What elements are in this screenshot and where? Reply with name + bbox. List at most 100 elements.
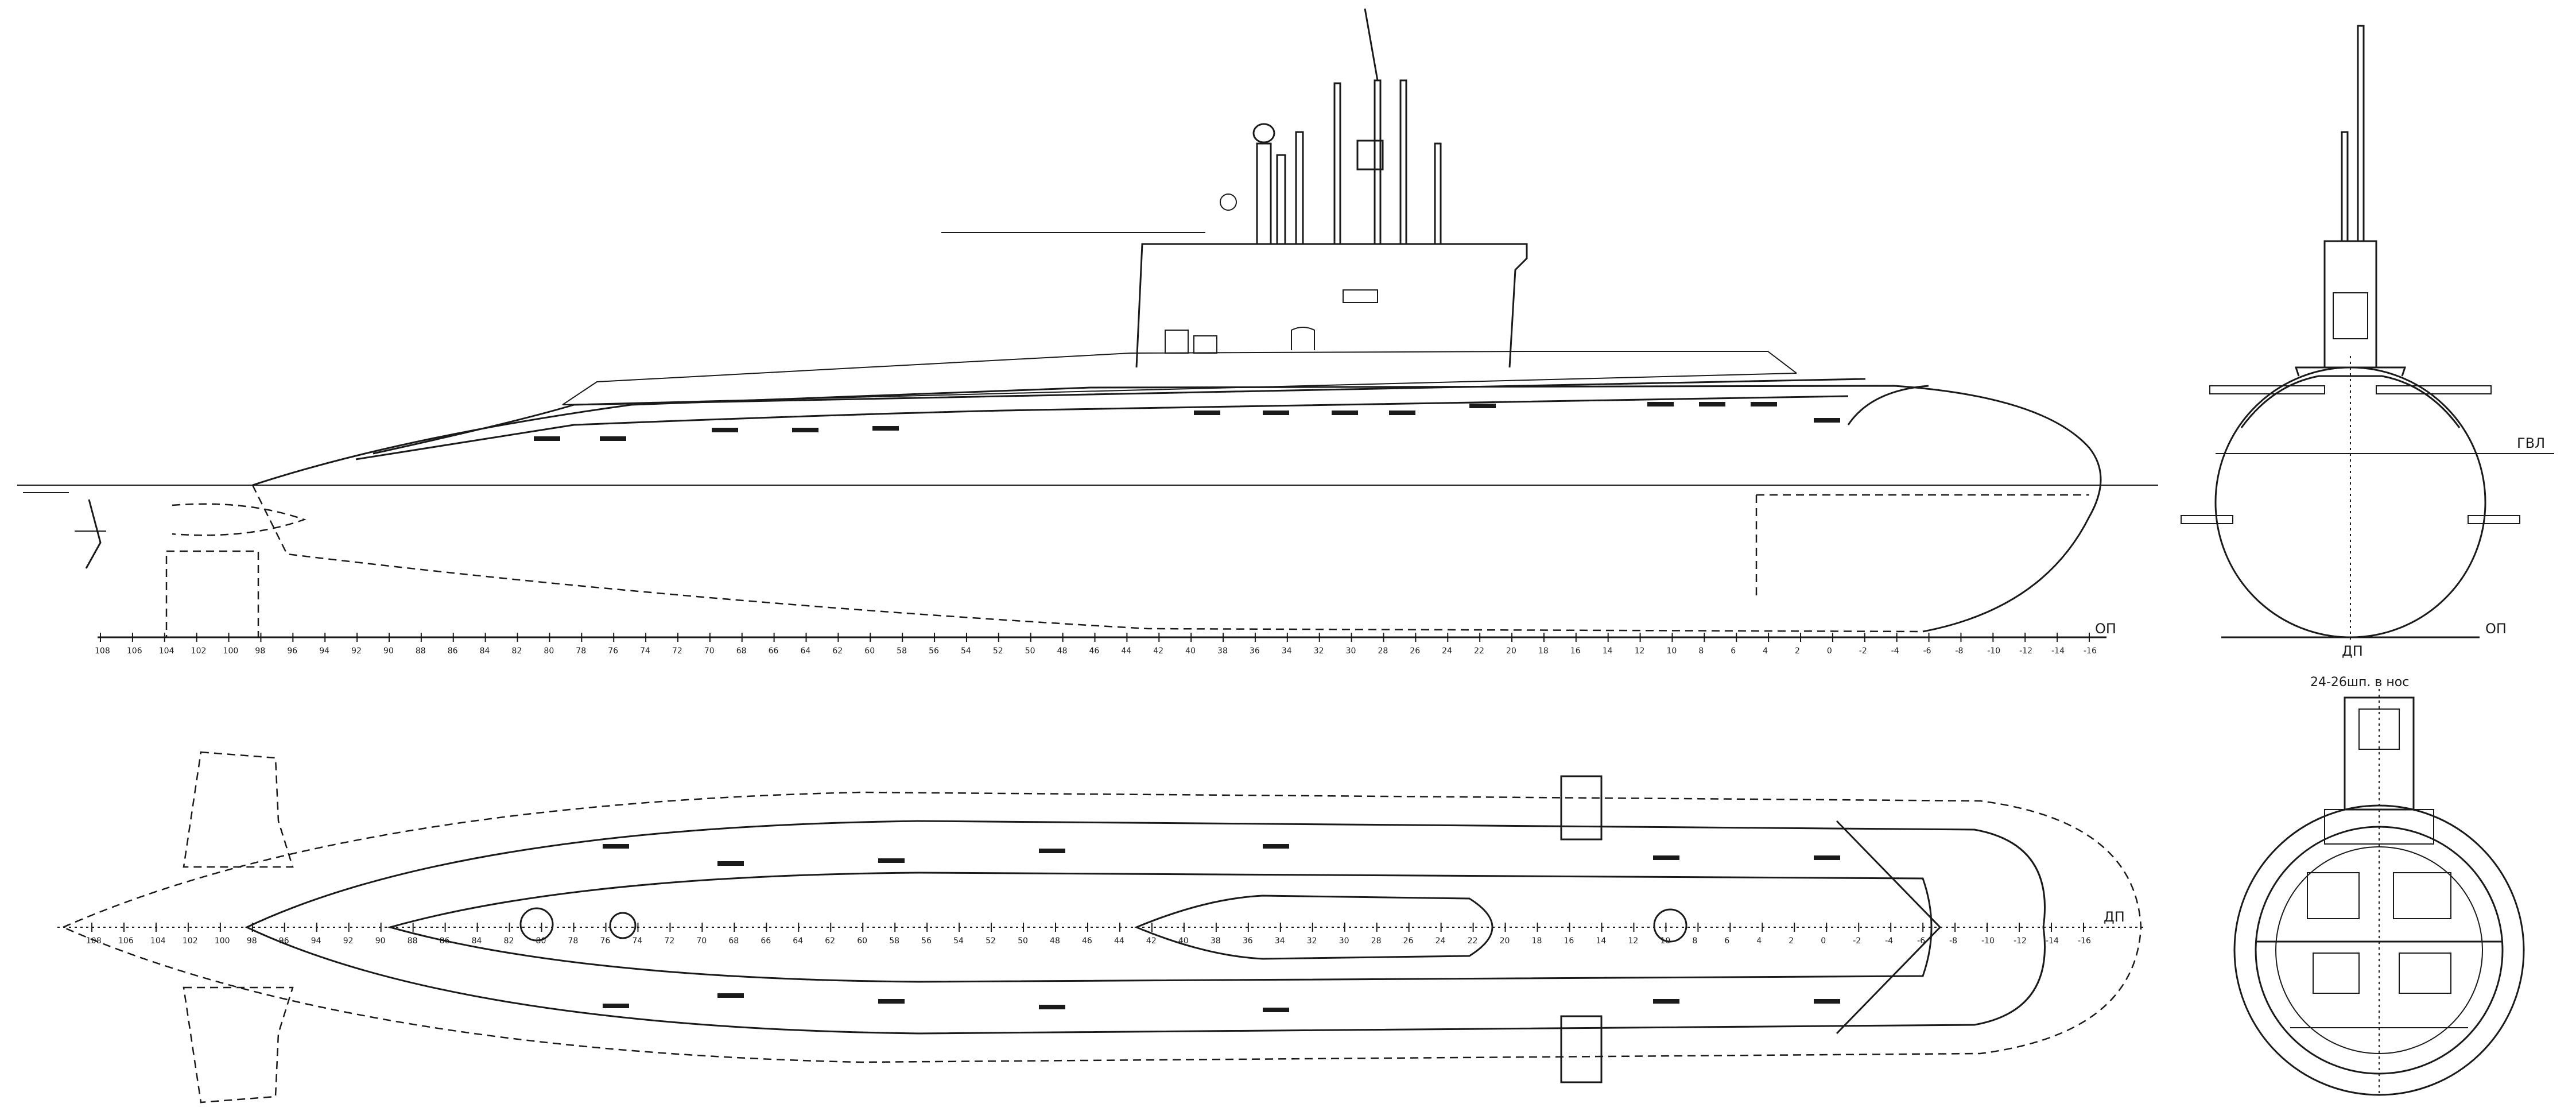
- plan-frame-tick-label: 74: [632, 936, 642, 946]
- radar-burst: [1220, 193, 1237, 211]
- deck-rail-base: [562, 373, 1797, 405]
- front-sail: [2323, 240, 2377, 369]
- plan-frame-tick-label: -2: [1853, 936, 1861, 946]
- side-frame-tick-label: 28: [1378, 646, 1388, 656]
- plan-frame-tick-label: -8: [1949, 936, 1957, 946]
- side-frame-tick-label: 90: [383, 646, 394, 656]
- hull-lower-outline: [251, 485, 1923, 633]
- waterline-label: ГВЛ: [2517, 435, 2545, 451]
- plan-frame-tick-label: 78: [568, 936, 579, 946]
- sail-outline: [1135, 243, 1528, 368]
- plan-frame-tick-label: -14: [2046, 936, 2059, 946]
- plan-frame-tick-label: 88: [408, 936, 418, 946]
- mast-1: [1256, 142, 1272, 245]
- front-plane-left: [2209, 385, 2325, 394]
- plan-frame-tick-label: -4: [1885, 936, 1893, 946]
- side-frame-tick-label: 26: [1410, 646, 1420, 656]
- plan-hatch-forward: [1653, 908, 1687, 943]
- side-frame-tick-label: 70: [704, 646, 715, 656]
- front-plane-right: [2376, 385, 2492, 394]
- mast-1-head: [1252, 123, 1275, 144]
- section-compartment-2: [2393, 872, 2451, 919]
- plan-frame-tick-label: 106: [118, 936, 134, 946]
- plan-frame-tick-label: 6: [1724, 936, 1729, 946]
- side-frame-tick-label: 108: [95, 646, 110, 656]
- side-frame-tick-label: 104: [159, 646, 174, 656]
- masts: [1220, 8, 1442, 245]
- side-frame-tick-label: 32: [1314, 646, 1324, 656]
- front-view: ГВЛ ОП ДП: [2181, 25, 2554, 659]
- side-frame-tick-label: 106: [127, 646, 142, 656]
- plan-frame-tick-label: 24: [1436, 936, 1446, 946]
- plan-frame-tick-label: 92: [343, 936, 354, 946]
- side-frame-tick-label: 4: [1763, 646, 1768, 656]
- side-frame-tick-label: 86: [448, 646, 458, 656]
- section-periscope-trunk: [2358, 708, 2400, 750]
- side-frame-tick-label: 24: [1442, 646, 1452, 656]
- side-frame-tick-label: 44: [1121, 646, 1131, 656]
- bow-dome-line: [1847, 385, 1929, 425]
- side-frame-tick-label: 92: [351, 646, 362, 656]
- plan-frame-tick-label: 42: [1146, 936, 1157, 946]
- side-frame-tick-label: 76: [608, 646, 618, 656]
- side-frame-tick-label: 16: [1570, 646, 1581, 656]
- side-frame-tick-label: 40: [1185, 646, 1196, 656]
- plan-frame-tick-label: 60: [857, 936, 867, 946]
- mast-5-box: [1356, 140, 1384, 171]
- limber-holes-side: [534, 402, 1840, 441]
- plan-frame-tick-label: 70: [696, 936, 707, 946]
- deck-rail: [562, 351, 1797, 405]
- side-frame-tick-label: 80: [544, 646, 554, 656]
- plan-frame-tick-label: 94: [311, 936, 321, 946]
- plan-frame-tick-label: 14: [1596, 936, 1606, 946]
- side-frame-tick-label: 84: [480, 646, 490, 656]
- plan-frame-tick-label: -12: [2014, 936, 2027, 946]
- plan-frame-tick-label: 44: [1114, 936, 1124, 946]
- side-frame-tick-label: 34: [1282, 646, 1292, 656]
- side-frame-tick-label: 48: [1057, 646, 1068, 656]
- mast-4: [1333, 82, 1341, 245]
- mast-2: [1276, 154, 1286, 245]
- side-frame-tick-label: 14: [1603, 646, 1613, 656]
- plan-frame-tick-label: 26: [1403, 936, 1414, 946]
- plan-frame-tick-label: 98: [247, 936, 257, 946]
- plan-frame-tick-label: 66: [761, 936, 771, 946]
- side-frame-tick-label: 12: [1635, 646, 1645, 656]
- plan-hatch-mid: [609, 912, 637, 939]
- plan-frame-tick-label: 56: [921, 936, 932, 946]
- plan-frame-tick-label: 38: [1211, 936, 1221, 946]
- side-frame-tick-label: 94: [319, 646, 329, 656]
- side-frame-tick-label: 58: [897, 646, 907, 656]
- plan-frame-tick-label: 22: [1468, 936, 1478, 946]
- front-sail-window: [2333, 292, 2368, 339]
- plan-frame-tick-label: 84: [472, 936, 482, 946]
- baseline-label-front: ОП: [2485, 621, 2507, 637]
- section-compartment-3: [2313, 952, 2360, 994]
- front-mast-a: [2341, 131, 2349, 242]
- sail-light: [1343, 289, 1378, 303]
- cross-section: 24-26шп. в нос: [2233, 675, 2525, 1096]
- plan-frame-tick-label: 68: [728, 936, 739, 946]
- side-frame-tick-label: -6: [1923, 646, 1931, 656]
- side-frame-tick-label: 50: [1025, 646, 1035, 656]
- plan-hatch-aft: [519, 907, 554, 942]
- side-frame-tick-label: 46: [1089, 646, 1100, 656]
- deck-line: [373, 378, 1866, 455]
- baseline-label-side: ОП: [2095, 621, 2116, 637]
- plan-frame-tick-label: 62: [825, 936, 835, 946]
- plan-frame-tick-label: -16: [2078, 936, 2091, 946]
- section-pressure-hull: [2255, 826, 2504, 1075]
- side-frame-tick-label: 8: [1698, 646, 1704, 656]
- section-compartment-4: [2399, 952, 2451, 994]
- plan-frame-tick-label: 4: [1756, 936, 1762, 946]
- plan-frame-tick-label: 54: [953, 936, 964, 946]
- side-frame-tick-label: 54: [961, 646, 971, 656]
- side-frame-tick-label: 18: [1538, 646, 1549, 656]
- section-compartment-1: [2307, 872, 2360, 919]
- side-frame-tick-label: -8: [1955, 646, 1963, 656]
- section-inner-ring: [2275, 846, 2483, 1054]
- side-frame-tick-label: 10: [1666, 646, 1677, 656]
